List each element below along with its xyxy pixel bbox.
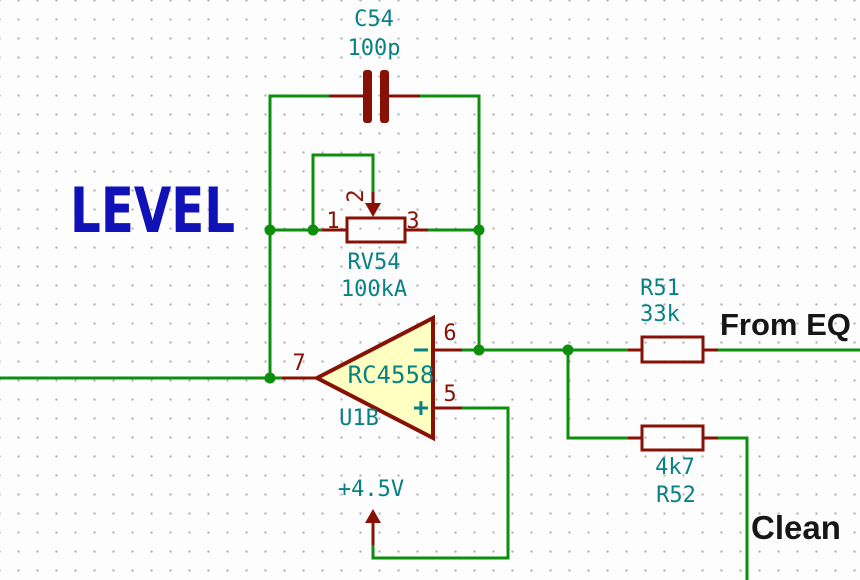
u1b-inverting-sign: − [413,335,429,365]
r51-value-label: 33k [640,302,680,327]
c54-value-label: 100p [347,36,401,61]
u1b-ref-label: U1B [339,406,379,431]
rv54-pin2-number: 2 [344,189,369,203]
wire-feedback-right[interactable] [420,94,481,350]
rv54-value-label: 100kA [340,277,408,302]
u1b-pin6-number: 6 [443,321,457,346]
r52-ref-label: R52 [656,483,696,508]
net-label-clean: Clean [751,509,841,546]
wire-noninv-bias[interactable] [371,406,510,560]
junction-dot [307,224,319,236]
wire-feedback-left[interactable] [268,94,329,378]
rv54-pin3-number: 3 [406,209,420,234]
wire-clean[interactable] [718,436,749,580]
junction-dot [473,344,485,356]
r52-value-label: 4k7 [655,455,695,480]
u1b-pin7-number: 7 [292,351,306,376]
u1b-value-label: RC4558 [347,361,435,389]
junction-dot [562,344,574,356]
rv54-pin1-number: 1 [326,209,340,234]
wire-wiper-loop[interactable] [311,153,375,230]
power-arrow-icon [365,509,381,523]
c54-ref-label: C54 [354,7,394,32]
rv54-ref-label: RV54 [347,250,401,275]
c54-plate-right[interactable] [380,70,389,123]
r51-body[interactable] [640,335,705,364]
c54-plate-left[interactable] [363,70,372,123]
u1b-noninverting-sign: + [413,393,429,423]
u1b-pin5-number: 5 [443,382,457,407]
rv54-body[interactable] [345,216,407,244]
u1b-body[interactable] [312,314,435,442]
junction-dot [264,224,276,236]
rv54-wiper-arrow-icon [365,203,381,217]
junction-dot [473,224,485,236]
power-45v-label: +4.5V [337,477,405,502]
sheet-title-level: LEVEL [70,174,236,247]
net-label-from-eq: From EQ [720,307,851,342]
r52-body[interactable] [640,424,705,452]
junction-dot [264,372,276,384]
wire-r52-branch[interactable] [566,350,628,440]
r51-ref-label: R51 [640,276,680,301]
